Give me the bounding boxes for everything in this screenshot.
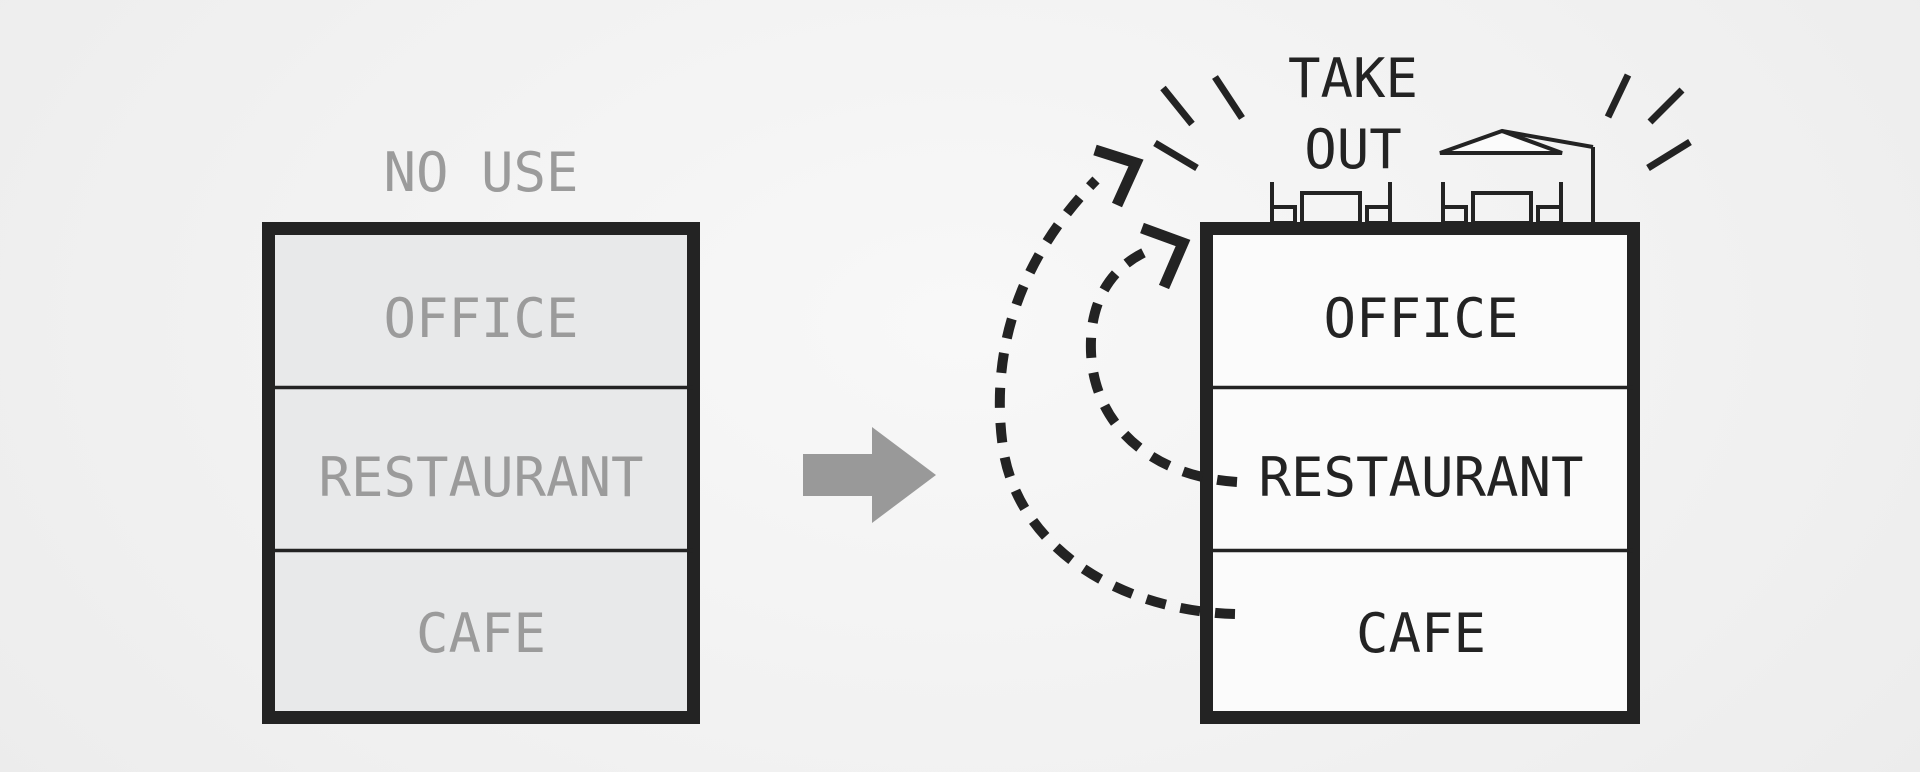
after-floor-restaurant: RESTAURANT bbox=[1258, 446, 1583, 509]
sparkle-line bbox=[1160, 85, 1195, 127]
after-floor-cafe: CAFE bbox=[1356, 602, 1486, 665]
before-floor-office: OFFICE bbox=[383, 287, 578, 350]
sparkle-line bbox=[1646, 139, 1692, 171]
after-caption-line1: TAKE bbox=[1288, 47, 1418, 110]
sparkle-line bbox=[1604, 73, 1632, 119]
transform-right-arrow-icon bbox=[803, 427, 936, 523]
after-floor-office: OFFICE bbox=[1323, 287, 1518, 350]
before-building: NO USE OFFICE RESTAURANT CAFE bbox=[262, 141, 700, 724]
chair-seat bbox=[1365, 205, 1392, 225]
before-floor-restaurant: RESTAURANT bbox=[318, 446, 643, 509]
chair-seat bbox=[1270, 205, 1297, 225]
before-building-outline bbox=[262, 222, 700, 724]
rooftop-table-chairs-icon-1 bbox=[1270, 182, 1392, 225]
parasol-arm bbox=[1501, 129, 1594, 149]
after-caption-line2: OUT bbox=[1304, 118, 1402, 181]
sparkle-rays-right bbox=[1604, 73, 1692, 171]
after-building-outline bbox=[1200, 222, 1640, 724]
arrowhead-icon bbox=[1140, 222, 1191, 290]
parasol-canopy bbox=[1439, 128, 1563, 155]
table bbox=[1471, 191, 1533, 225]
sparkle-line bbox=[1153, 139, 1199, 172]
dashed-arrow-cafe-to-roof bbox=[994, 144, 1236, 619]
dashed-arrow-restaurant-to-roof bbox=[1085, 222, 1238, 487]
rooftop-table-chairs-icon-2 bbox=[1441, 182, 1563, 225]
before-floor-cafe: CAFE bbox=[416, 602, 546, 665]
sparkle-line bbox=[1212, 75, 1245, 120]
chair-seat bbox=[1441, 205, 1468, 225]
sparkle-rays-left bbox=[1153, 75, 1245, 172]
arrowhead-icon bbox=[1093, 144, 1144, 208]
before-caption: NO USE bbox=[383, 141, 578, 204]
parasol-icon bbox=[1439, 128, 1595, 223]
after-building: TAKE OUT OFFICE RESTAURANT CAFE bbox=[1200, 47, 1640, 724]
dashed-arc bbox=[994, 176, 1236, 619]
chair-seat bbox=[1536, 205, 1563, 225]
table bbox=[1300, 191, 1362, 225]
sparkle-line bbox=[1647, 87, 1685, 125]
